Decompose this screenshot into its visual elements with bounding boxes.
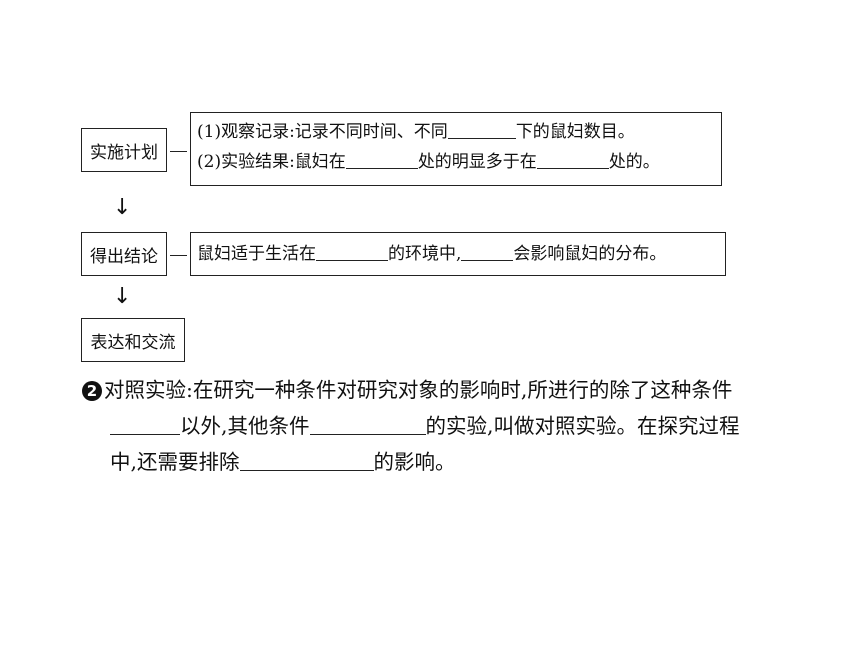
answer-blank <box>110 414 180 435</box>
answer-blank <box>239 450 374 471</box>
step-box-conclude: 得出结论 <box>81 232 167 276</box>
down-arrow-icon: ↓ <box>113 195 132 220</box>
answer-blank <box>447 121 516 139</box>
observation-line: (1)观察记录:记录不同时间、不同下的鼠妇数目。 <box>197 121 635 142</box>
result-line: (2)实验结果:鼠妇在处的明显多于在处的。 <box>197 151 660 172</box>
down-arrow-icon: ↓ <box>113 284 132 309</box>
answer-blank <box>345 151 418 169</box>
step-box-express: 表达和交流 <box>81 318 185 362</box>
connector-dash <box>170 151 187 152</box>
step-label-conclude: 得出结论 <box>90 246 158 267</box>
answer-blank <box>316 243 388 261</box>
answer-blank <box>536 151 609 169</box>
paragraph-line-3: 中,还需要排除的影响。 <box>110 450 456 474</box>
conclude-content-box: 鼠妇适于生活在的环境中,会影响鼠妇的分布。 <box>190 232 726 276</box>
step-label-express: 表达和交流 <box>90 332 176 353</box>
answer-blank <box>309 414 426 435</box>
paragraph-line-2: 以外,其他条件的实验,叫做对照实验。在探究过程 <box>82 408 822 444</box>
implement-content-box: (1)观察记录:记录不同时间、不同下的鼠妇数目。 (2)实验结果:鼠妇在处的明显… <box>190 112 722 186</box>
step-box-implement: 实施计划 <box>81 128 167 172</box>
answer-blank <box>461 243 514 261</box>
conclusion-line: 鼠妇适于生活在的环境中,会影响鼠妇的分布。 <box>197 243 667 264</box>
connector-dash <box>170 255 187 256</box>
circled-number-badge: 2 <box>82 381 102 401</box>
step-label-implement: 实施计划 <box>90 142 158 163</box>
